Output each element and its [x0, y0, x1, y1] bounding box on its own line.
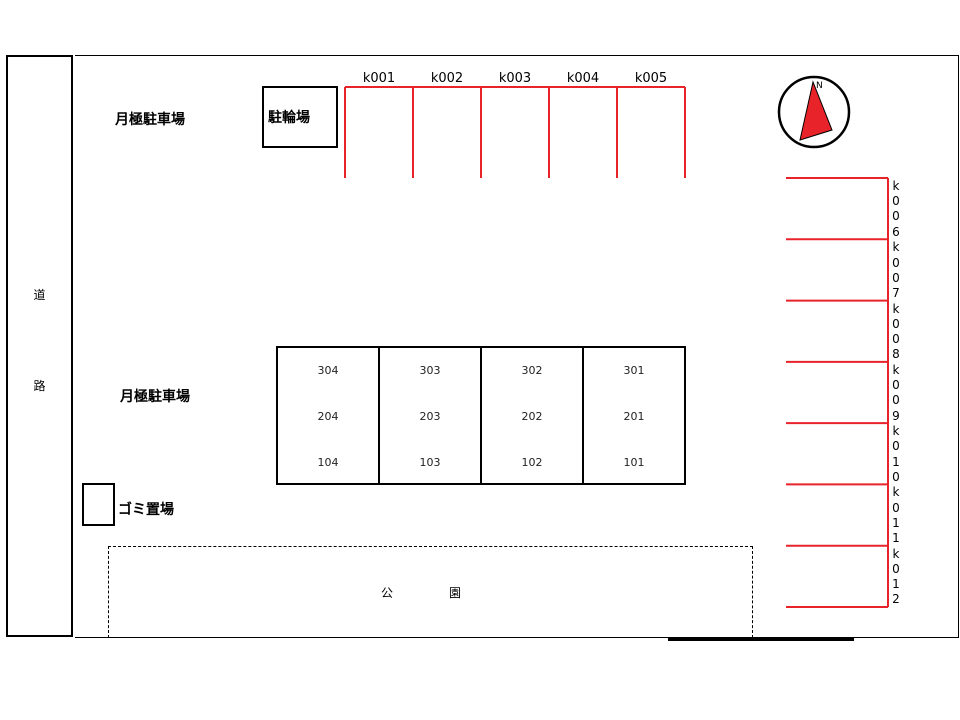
park-area: [108, 546, 753, 638]
unit-number: 201: [623, 410, 645, 423]
compass-north-label: N: [816, 81, 823, 91]
park-label-char: 園: [449, 586, 462, 600]
unit-number: 103: [419, 456, 441, 469]
slot-label-k001: k001: [362, 71, 396, 86]
garbage-area-box: [82, 483, 115, 526]
bike-parking-label: 駐輪場: [268, 110, 310, 126]
unit-column: 301 201 101: [584, 348, 684, 483]
park-label-char: 公: [381, 586, 394, 600]
unit-column: 302 202 102: [482, 348, 584, 483]
stall-line-group: [344, 86, 889, 608]
unit-number: 204: [317, 410, 339, 423]
unit-column: 303 203 103: [380, 348, 482, 483]
garbage-area-label: ゴミ置場: [118, 502, 174, 518]
unit-number: 203: [419, 410, 441, 423]
monthly-parking-label-top: 月極駐車場: [115, 112, 185, 128]
compass-icon: N: [777, 75, 851, 149]
unit-number: 304: [317, 364, 339, 377]
unit-number: 104: [317, 456, 339, 469]
bottom-edge-line: [668, 638, 854, 641]
slot-label-k003: k003: [498, 71, 532, 86]
slot-label-k005: k005: [634, 71, 668, 86]
unit-number: 102: [521, 456, 543, 469]
monthly-parking-label-middle: 月極駐車場: [120, 389, 190, 405]
unit-number: 202: [521, 410, 543, 423]
road-label-char: 道: [33, 288, 46, 302]
unit-number: 303: [419, 364, 441, 377]
road-label-char: 路: [33, 379, 46, 393]
unit-column: 304 204 104: [278, 348, 380, 483]
slot-label-k002: k002: [430, 71, 464, 86]
lot-boundary: [75, 55, 959, 638]
slot-label-k004: k004: [566, 71, 600, 86]
apartment-building: 304 204 104 303 203 103 302 202 102 301 …: [276, 346, 686, 485]
unit-number: 101: [623, 456, 645, 469]
bike-parking-box: [262, 86, 338, 148]
unit-number: 302: [521, 364, 543, 377]
unit-number: 301: [623, 364, 645, 377]
road: 道 路: [6, 55, 73, 637]
